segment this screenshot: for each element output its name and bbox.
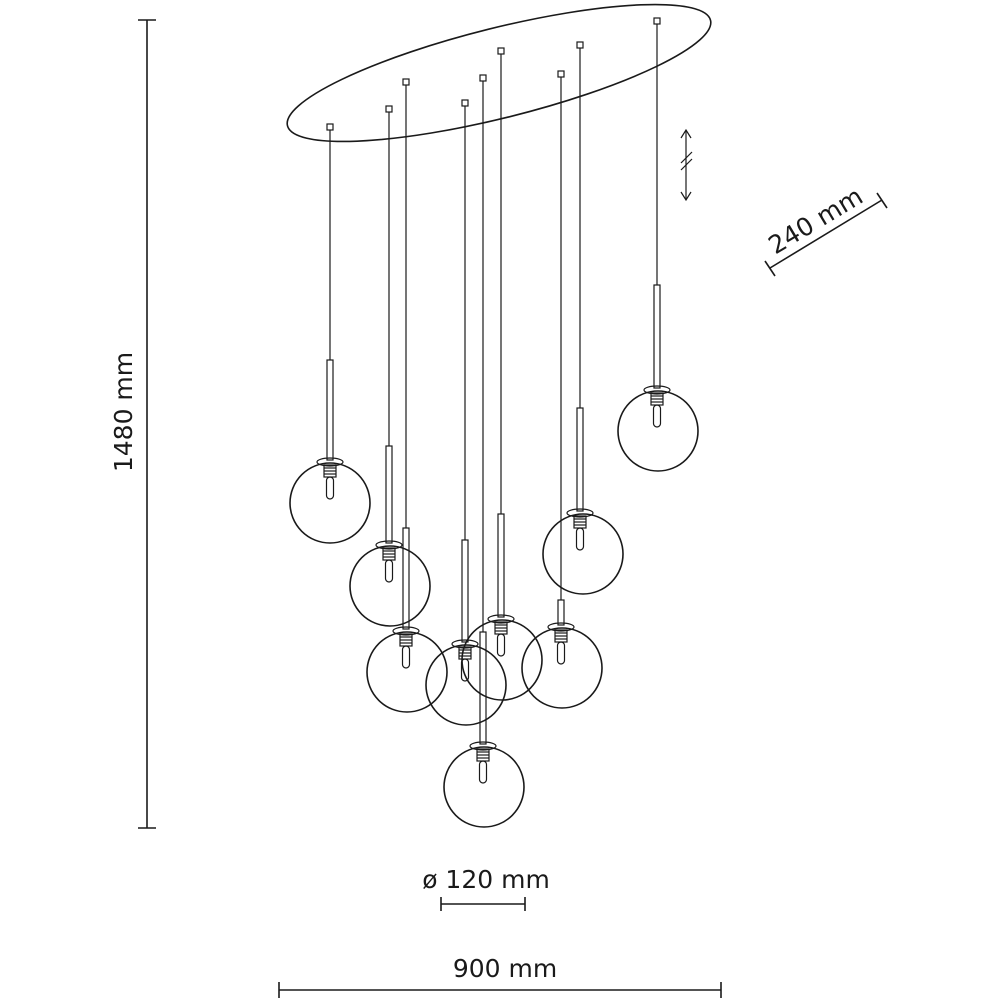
pendant bbox=[443, 74, 525, 828]
rod bbox=[557, 599, 565, 626]
socket-collar bbox=[469, 741, 497, 751]
glass-globe bbox=[366, 631, 448, 713]
glass-globe bbox=[443, 746, 525, 828]
height-dimension: 1480 mm bbox=[109, 19, 156, 829]
pendant bbox=[521, 70, 603, 709]
pendant bbox=[542, 41, 624, 595]
cable-mount bbox=[576, 41, 584, 49]
socket-collar bbox=[643, 385, 671, 395]
glass-globe bbox=[521, 627, 603, 709]
rod bbox=[326, 359, 334, 461]
glass-globe bbox=[617, 390, 699, 472]
socket-collar bbox=[392, 626, 420, 636]
rod bbox=[402, 527, 410, 630]
glass-globe bbox=[425, 644, 507, 726]
pendant bbox=[461, 47, 543, 701]
glass-globe bbox=[542, 513, 624, 595]
pendant bbox=[425, 99, 507, 726]
rod bbox=[479, 631, 487, 745]
depth-label: 240 mm bbox=[763, 181, 867, 260]
adjustable-height-arrows-icon bbox=[680, 128, 693, 202]
socket-collar bbox=[316, 457, 344, 467]
cable-mount bbox=[557, 70, 565, 78]
bulb bbox=[384, 559, 394, 583]
width-dimension: 900 mm bbox=[278, 954, 722, 998]
rod bbox=[653, 284, 661, 389]
pendant bbox=[349, 105, 431, 627]
bulb bbox=[401, 645, 411, 669]
cable-mount bbox=[653, 17, 661, 25]
rod bbox=[576, 407, 584, 512]
depth-dimension: 240 mm bbox=[763, 181, 888, 277]
cable-mount bbox=[461, 99, 469, 107]
cable-mount bbox=[497, 47, 505, 55]
socket-collar bbox=[547, 622, 575, 632]
bulb bbox=[478, 760, 488, 784]
cable-mount bbox=[479, 74, 487, 82]
ceiling-canopy bbox=[286, 3, 712, 143]
socket-collar bbox=[375, 540, 403, 550]
socket-collar bbox=[566, 508, 594, 518]
rod bbox=[461, 539, 469, 643]
bulb bbox=[496, 633, 506, 657]
pendant bbox=[617, 17, 699, 472]
pendants bbox=[289, 17, 699, 828]
height-label: 1480 mm bbox=[109, 352, 138, 472]
bulb bbox=[556, 641, 566, 665]
socket-collar bbox=[487, 614, 515, 624]
bulb bbox=[575, 527, 585, 551]
glass-globe bbox=[289, 462, 371, 544]
width-label: 900 mm bbox=[453, 954, 557, 983]
globe-diameter-dimension: ø 120 mm bbox=[422, 865, 550, 911]
cable-mount bbox=[385, 105, 393, 113]
cable-mount bbox=[402, 78, 410, 86]
bulb bbox=[460, 658, 470, 682]
glass-globe bbox=[349, 545, 431, 627]
pendant bbox=[366, 78, 448, 713]
bulb bbox=[325, 476, 335, 500]
socket-collar bbox=[451, 639, 479, 649]
cable-mount bbox=[326, 123, 334, 131]
bulb bbox=[652, 404, 662, 428]
glass-globe bbox=[461, 619, 543, 701]
pendant bbox=[289, 123, 371, 544]
rod bbox=[497, 513, 505, 618]
globe-diameter-label: ø 120 mm bbox=[422, 865, 550, 894]
rod bbox=[385, 445, 393, 544]
